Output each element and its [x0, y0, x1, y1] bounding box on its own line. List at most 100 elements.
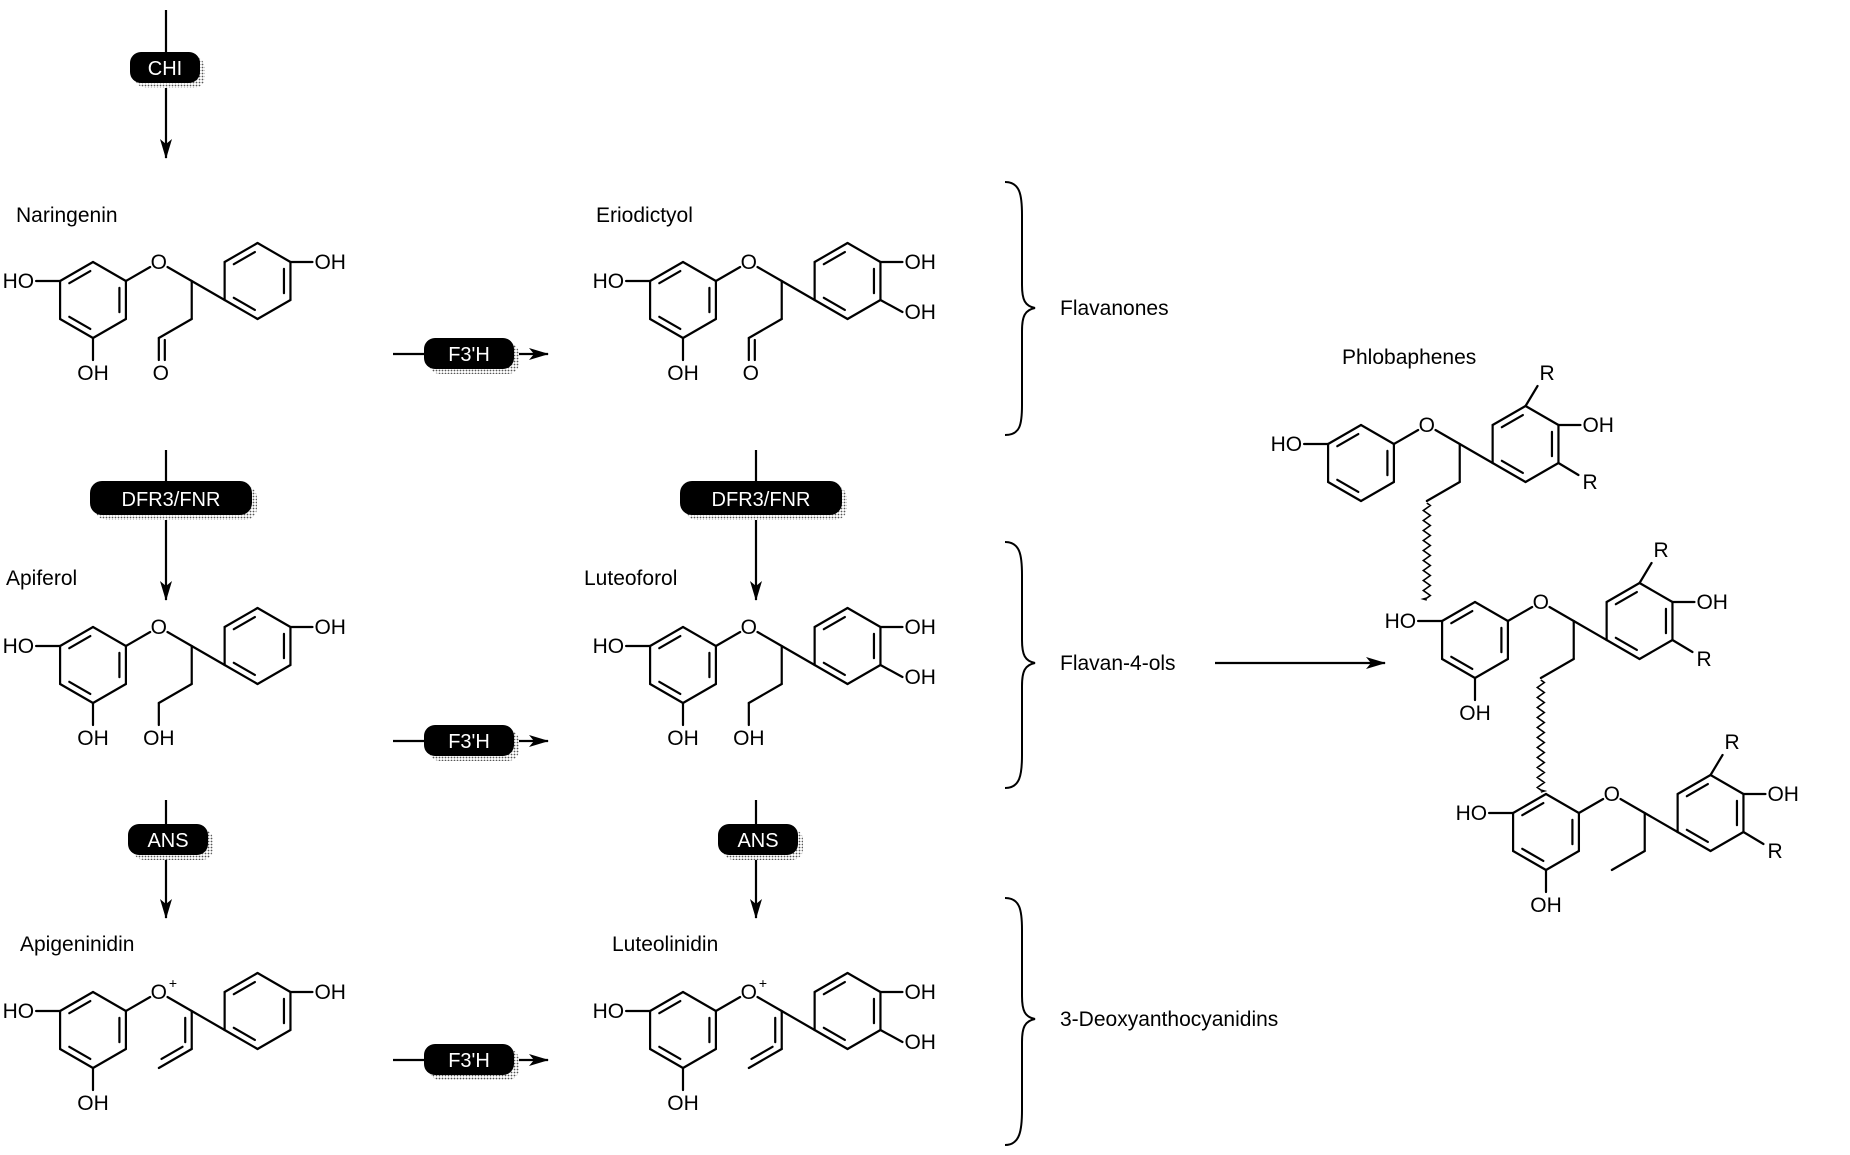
double-bond [822, 661, 846, 677]
bond [813, 241, 849, 264]
bond [91, 990, 128, 1013]
bond [1676, 773, 1712, 796]
hydroxyl-5: OH [77, 727, 109, 750]
ring-oxygen: O [151, 616, 167, 639]
bond [1676, 830, 1712, 853]
hydroxyl-7: HO [593, 635, 625, 658]
bond [157, 317, 193, 340]
bond [1638, 561, 1653, 585]
compound-name-phlobaphenes: Phlobaphenes [1342, 346, 1476, 369]
bond [756, 630, 783, 648]
double-bond [232, 980, 256, 996]
hydroxyl-7: HO [1271, 433, 1303, 456]
double-bond [1450, 609, 1474, 625]
double-bond [1450, 655, 1474, 671]
bond [714, 995, 742, 1013]
r-group: R [1767, 840, 1782, 863]
enzyme-label-ans: ANS [147, 830, 188, 852]
bond [1473, 657, 1510, 680]
r-group: R [1725, 731, 1740, 754]
enzyme-badge-dfr-1: DFR3/FNR [90, 481, 257, 520]
double-bond [1500, 459, 1524, 475]
enzyme-label-ans: ANS [737, 830, 778, 852]
double-bond [68, 315, 92, 331]
hydroxyl-7: HO [3, 635, 35, 658]
hydroxyl-7: HO [593, 270, 625, 293]
brace-flavan4ols [1004, 541, 1036, 789]
double-bond [68, 1045, 92, 1061]
bond [124, 265, 152, 283]
bond [157, 1047, 193, 1070]
bond [166, 630, 193, 648]
bond [58, 682, 95, 705]
ring-oxygen: O [1533, 591, 1549, 614]
bond [223, 663, 259, 686]
hydroxyl-4-prime: OH [904, 616, 936, 639]
bond [1506, 605, 1534, 623]
double-bond [1685, 782, 1709, 798]
bond [91, 625, 128, 648]
bond [124, 630, 152, 648]
hydroxyl-4-prime: OH [904, 981, 936, 1004]
enzyme-label-dfr: DFR3/FNR [122, 489, 221, 511]
hydroxyl-4-prime: OH [314, 251, 346, 274]
r-group: R [1582, 471, 1597, 494]
hydroxyl-4-prime: OH [1696, 591, 1728, 614]
bond [846, 663, 882, 686]
ring-oxygen: O [1604, 783, 1620, 806]
bond [648, 990, 685, 1013]
bond [756, 265, 783, 283]
bond [681, 682, 718, 705]
bond [714, 630, 742, 648]
bond [58, 260, 95, 283]
bond [58, 317, 95, 340]
double-bond [1685, 828, 1709, 844]
double-bond [822, 615, 846, 631]
hydroxyl-5: OH [77, 362, 109, 385]
enzyme-badge-f3h-3: F3'H [424, 1044, 519, 1080]
carbonyl-oxygen: O [153, 362, 169, 385]
bond [1572, 619, 1608, 642]
carbonyl-oxygen: O [743, 362, 759, 385]
bond [223, 1028, 259, 1051]
bond [166, 995, 193, 1013]
enzyme-label-chi: CHI [148, 58, 182, 80]
ring-oxygen: O [741, 251, 757, 274]
bond [1524, 384, 1539, 408]
bond [747, 1047, 783, 1070]
double-bond [68, 269, 92, 285]
bond [846, 971, 882, 994]
bond [223, 298, 259, 321]
bond [1491, 461, 1527, 484]
hydroxyl-5: OH [667, 1092, 699, 1115]
bond [1643, 811, 1679, 834]
bond [648, 682, 685, 705]
r-group: R [1696, 648, 1711, 671]
bond [780, 279, 816, 302]
hydroxyl-3-prime: OH [904, 1031, 936, 1054]
bond [1605, 638, 1641, 661]
bond [1440, 657, 1477, 680]
bond [846, 606, 882, 629]
r-group: R [1540, 362, 1555, 385]
compound-name-eriodictyol: Eriodictyol [596, 204, 693, 227]
cation-charge: + [169, 975, 177, 991]
bond [1359, 480, 1396, 503]
bond [1577, 797, 1605, 815]
enzyme-badge-ans-2: ANS [718, 824, 803, 860]
bond [846, 241, 882, 264]
bond [1610, 849, 1646, 872]
hydroxyl-7: HO [1385, 610, 1417, 633]
double-bond [658, 269, 682, 285]
bond [879, 663, 904, 679]
hydroxyl-4: OH [733, 727, 765, 750]
bond [813, 298, 849, 321]
bond [1544, 849, 1581, 872]
hydroxyl-7: HO [3, 1000, 35, 1023]
bond [1557, 461, 1580, 477]
bond [714, 265, 742, 283]
ring-oxygen: O [151, 251, 167, 274]
bond [256, 663, 292, 686]
bond [223, 971, 259, 994]
